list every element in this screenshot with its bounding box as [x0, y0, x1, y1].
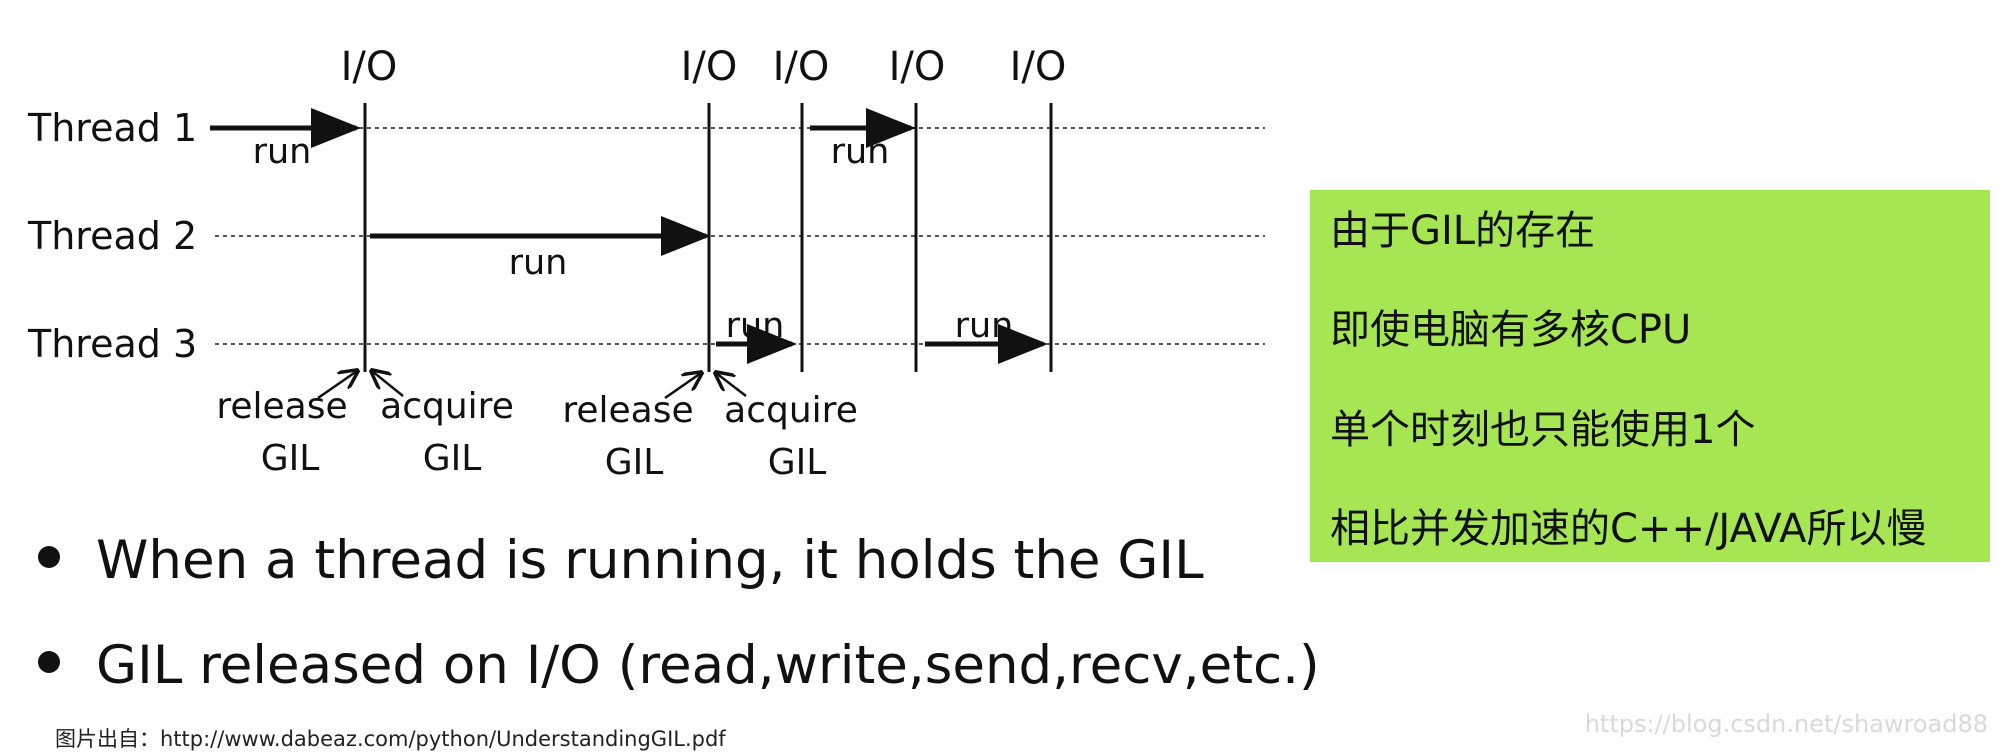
run-label: run: [955, 306, 1014, 346]
io-label: I/O: [889, 44, 946, 90]
io-label: I/O: [773, 44, 830, 90]
gil-label: GIL: [261, 438, 320, 479]
gil-label: GIL: [605, 442, 664, 483]
bullet-dot-icon: [38, 651, 60, 674]
gil-timing-diagram: Thread 1 Thread 2 Thread 3 I/O I/O I/O I…: [27, 44, 1265, 483]
note-line: 相比并发加速的C++/JAVA所以慢: [1330, 506, 1927, 552]
gil-label: GIL: [423, 438, 482, 479]
gil-action-label: acquire: [724, 390, 858, 431]
bullet-item: GIL released on I/O (read,write,send,rec…: [38, 635, 1320, 696]
gil-action-label: release: [216, 386, 347, 427]
thread-label: Thread 3: [27, 322, 197, 366]
gil-pointer-arrow: [664, 373, 701, 400]
gil-pointer-arrow: [372, 371, 404, 397]
gil-pointer-arrow: [317, 371, 357, 400]
note-line: 单个时刻也只能使用1个: [1330, 407, 1756, 453]
gil-note-box: 由于GIL的存在 即使电脑有多核CPU 单个时刻也只能使用1个 相比并发加速的C…: [1310, 190, 1990, 562]
watermark: https://blog.csdn.net/shawroad88: [1584, 710, 1988, 738]
run-label: run: [253, 132, 312, 172]
bullet-text: When a thread is running, it holds the G…: [96, 530, 1204, 591]
bullet-item: When a thread is running, it holds the G…: [38, 530, 1204, 591]
run-label: run: [831, 132, 890, 172]
thread-label: Thread 1: [27, 106, 197, 150]
run-label: run: [726, 306, 785, 346]
image-source-caption: 图片出自：http://www.dabeaz.com/python/Unders…: [55, 727, 726, 751]
gil-action-label: acquire: [380, 386, 514, 427]
bullet-dot-icon: [38, 546, 60, 569]
run-label: run: [509, 243, 568, 283]
io-label: I/O: [681, 44, 738, 90]
note-line: 由于GIL的存在: [1330, 208, 1596, 254]
gil-label: GIL: [768, 442, 827, 483]
bullet-text: GIL released on I/O (read,write,send,rec…: [96, 635, 1320, 696]
thread-label: Thread 2: [27, 214, 197, 258]
gil-pointer-arrow: [716, 373, 747, 397]
note-line: 即使电脑有多核CPU: [1330, 307, 1692, 353]
gil-action-label: release: [562, 390, 693, 431]
io-label: I/O: [341, 44, 398, 90]
io-label: I/O: [1010, 44, 1067, 90]
